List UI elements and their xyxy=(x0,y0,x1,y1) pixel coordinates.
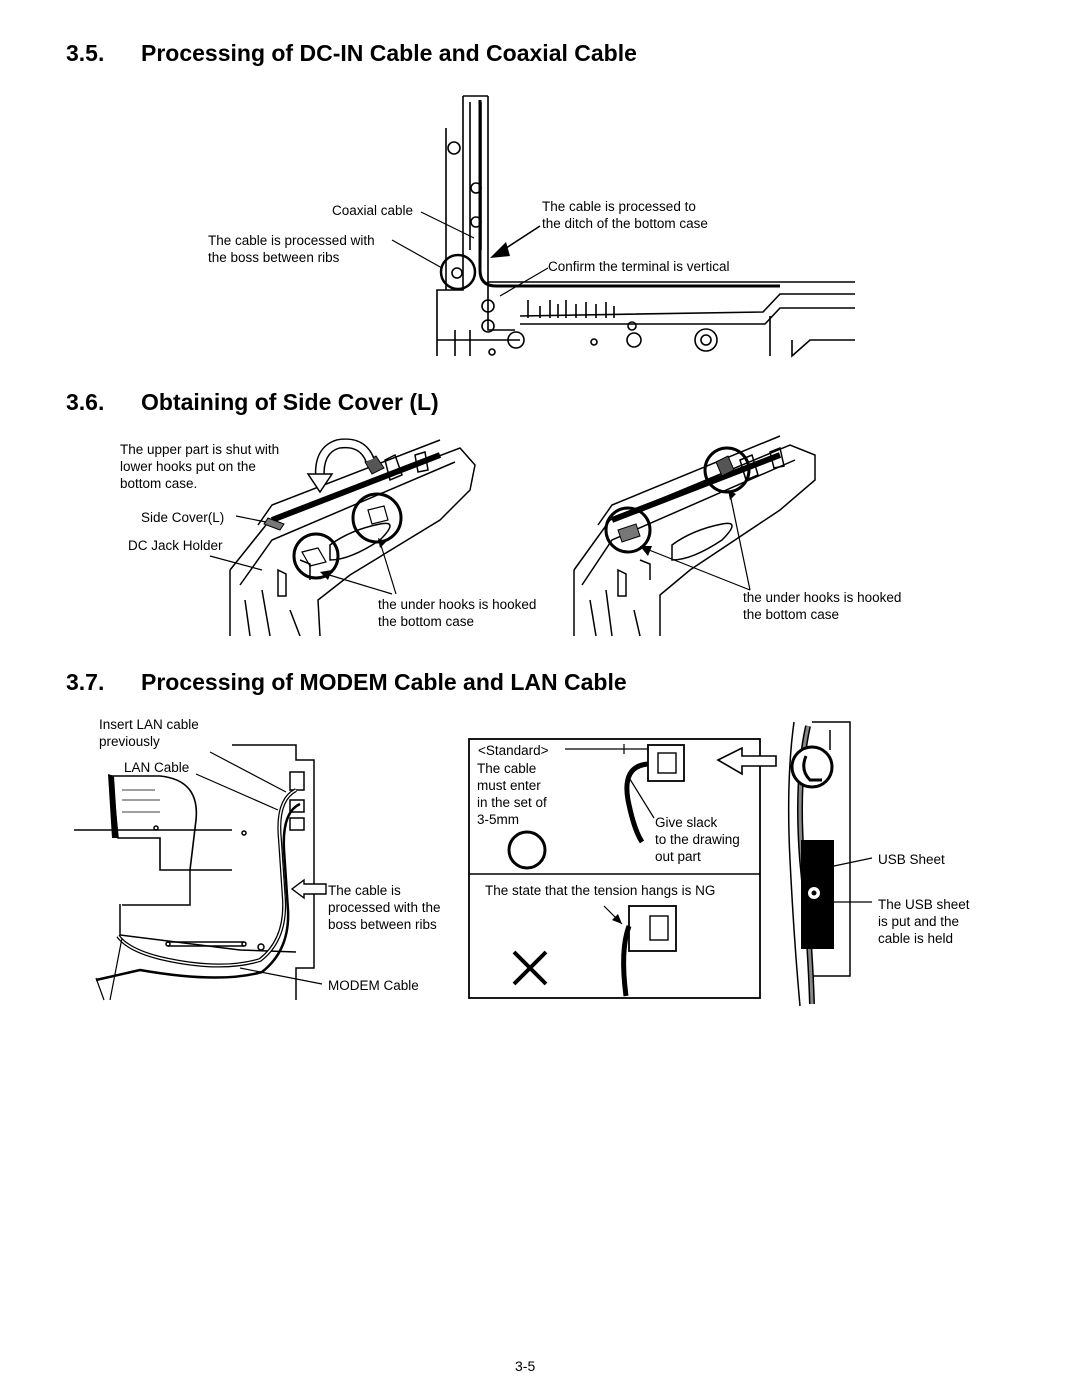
label-terminal-vertical: Confirm the terminal is vertical xyxy=(548,259,730,274)
section-heading-3-6: 3.6. Obtaining of Side Cover (L) xyxy=(66,389,439,416)
label-tension-ng: The state that the tension hangs is NG xyxy=(485,883,716,898)
figure-dc-in-coaxial-cable xyxy=(391,95,855,358)
section-heading-3-7: 3.7. Processing of MODEM Cable and LAN Ca… xyxy=(66,669,627,696)
section-number: 3.5. xyxy=(66,40,105,66)
label-coaxial-cable: Coaxial cable xyxy=(332,203,414,218)
section-number: 3.7. xyxy=(66,669,105,695)
label-lan-cable: LAN Cable xyxy=(124,760,190,775)
page-number: 3-5 xyxy=(515,1358,536,1374)
section-title: Processing of MODEM Cable and LAN Cable xyxy=(141,669,627,695)
figure-modem-lan-cable xyxy=(74,721,873,1007)
section-heading-3-5: 3.5. Processing of DC-IN Cable and Coaxia… xyxy=(66,40,637,67)
section-title: Obtaining of Side Cover (L) xyxy=(141,389,439,415)
label-standard: <Standard> xyxy=(478,743,549,758)
label-dc-jack-holder: DC Jack Holder xyxy=(128,538,223,553)
label-usb-sheet: USB Sheet xyxy=(878,852,945,867)
label-modem-cable: MODEM Cable xyxy=(328,978,419,993)
section-title: Processing of DC-IN Cable and Coaxial Ca… xyxy=(141,40,637,66)
label-side-cover-l: Side Cover(L) xyxy=(141,510,225,525)
figure-side-cover-l xyxy=(209,435,816,637)
section-number: 3.6. xyxy=(66,389,105,415)
